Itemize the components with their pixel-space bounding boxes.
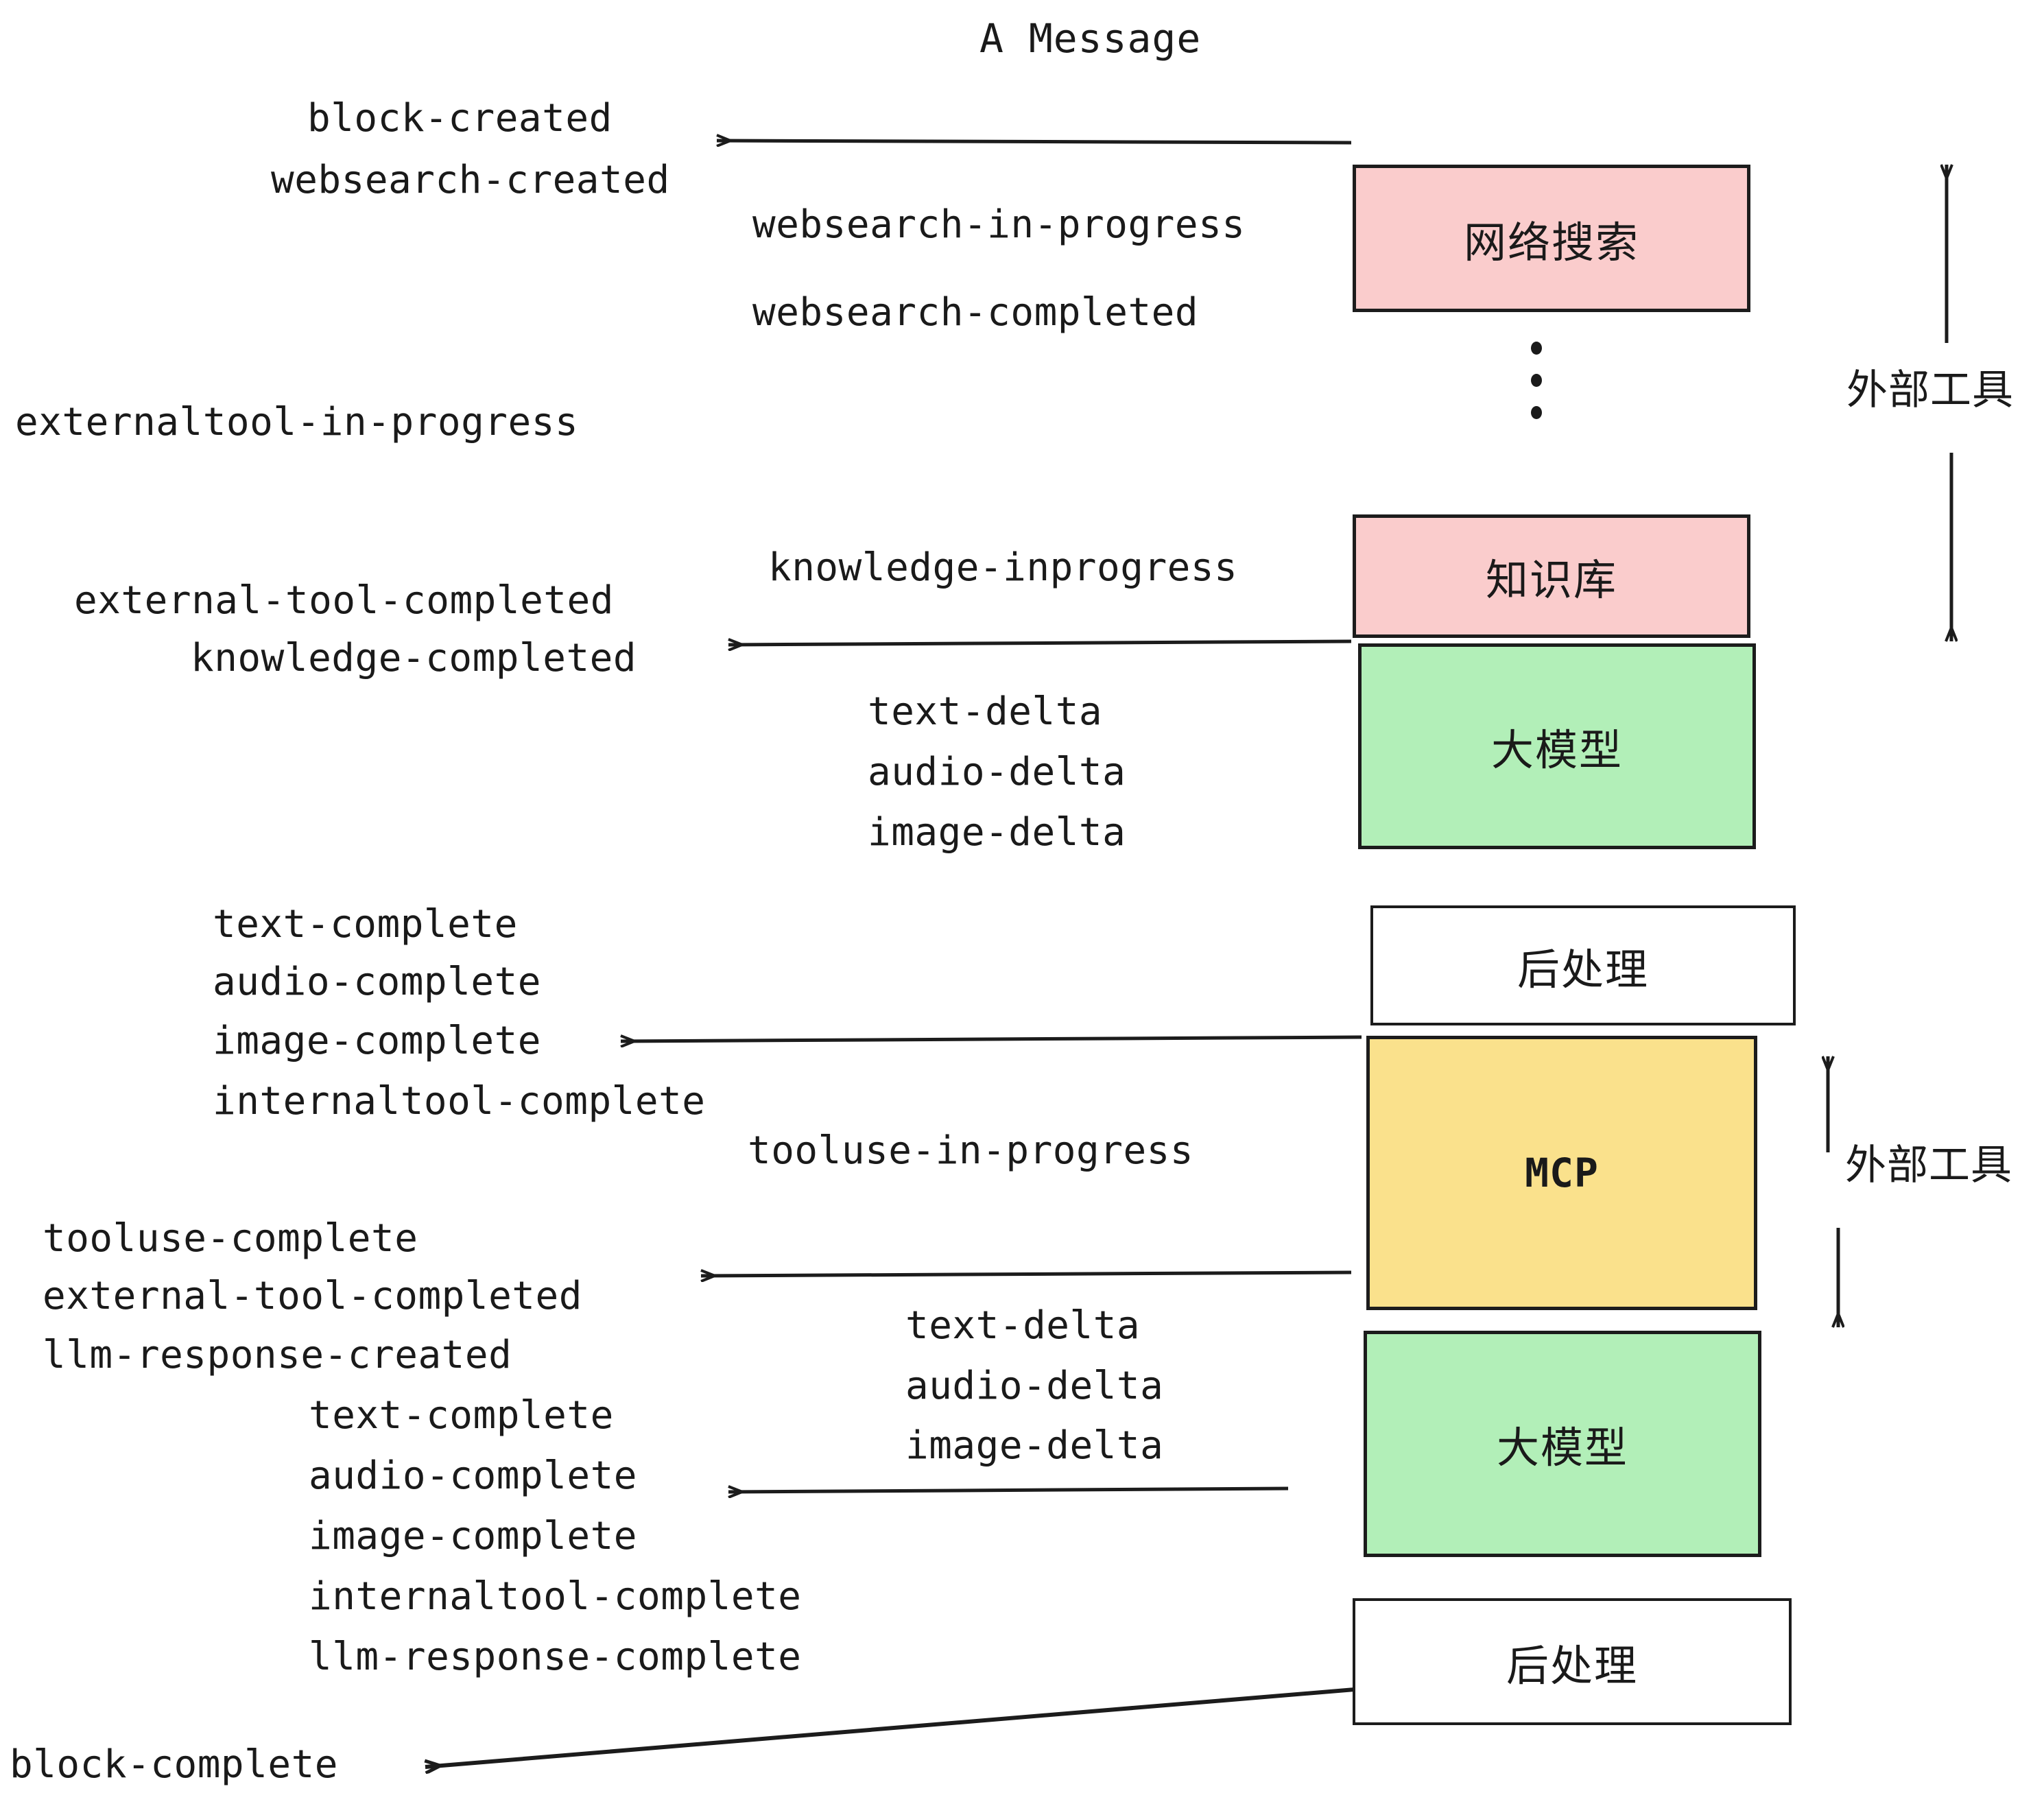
- box-postprocess-2[interactable]: 后处理: [1353, 1598, 1792, 1725]
- event-text-delta-2: text-delta: [905, 1303, 1141, 1348]
- box-llm-2[interactable]: 大模型: [1364, 1331, 1761, 1557]
- event-audio-delta-2: audio-delta: [905, 1364, 1164, 1408]
- box-knowledge[interactable]: 知识库: [1353, 514, 1750, 638]
- event-tooluse-complete: tooluse-complete: [43, 1216, 418, 1261]
- event-audio-delta-1: audio-delta: [868, 750, 1126, 794]
- event-llm-response-complete: llm-response-complete: [309, 1635, 802, 1679]
- box-websearch[interactable]: 网络搜索: [1353, 165, 1750, 312]
- event-block-complete: block-complete: [10, 1742, 339, 1787]
- event-websearch-created: websearch-created: [271, 158, 670, 202]
- event-websearch-completed: websearch-completed: [752, 290, 1199, 335]
- event-audio-complete-1: audio-complete: [213, 960, 542, 1004]
- vertical-ellipsis-icon: [1531, 342, 1542, 419]
- event-image-delta-1: image-delta: [868, 810, 1126, 855]
- label-external-tools-bottom: 外部工具: [1845, 1141, 2012, 1189]
- box-llm-1-label: 大模型: [1490, 725, 1623, 775]
- event-knowledge-inprogress: knowledge-inprogress: [768, 545, 1238, 590]
- event-block-created: block-created: [307, 96, 613, 141]
- event-websearch-in-progress: websearch-in-progress: [752, 202, 1246, 247]
- event-externaltool-in-progress: externaltool-in-progress: [15, 400, 579, 444]
- label-external-tools-top: 外部工具: [1846, 366, 2014, 414]
- event-internaltool-complete-1: internaltool-complete: [213, 1079, 706, 1124]
- event-text-complete-2: text-complete: [309, 1393, 614, 1438]
- page-title: A Message: [979, 15, 1202, 62]
- event-external-tool-completed-2: external-tool-completed: [43, 1274, 582, 1318]
- box-postprocess-1-label: 后处理: [1517, 944, 1649, 995]
- arrow-knowledge-to-completed: [728, 641, 1352, 645]
- box-websearch-label: 网络搜索: [1463, 217, 1639, 268]
- event-audio-complete-2: audio-complete: [309, 1453, 638, 1498]
- box-llm-2-label: 大模型: [1496, 1423, 1628, 1473]
- event-image-delta-2: image-delta: [905, 1423, 1164, 1468]
- arrow-llm2-to-audio-complete: [728, 1488, 1289, 1492]
- box-postprocess-1[interactable]: 后处理: [1370, 905, 1796, 1025]
- event-internaltool-complete-2: internaltool-complete: [309, 1574, 802, 1619]
- event-knowledge-completed: knowledge-completed: [191, 636, 637, 680]
- event-llm-response-created: llm-response-created: [43, 1333, 512, 1377]
- box-knowledge-label: 知识库: [1485, 555, 1617, 605]
- event-text-complete-1: text-complete: [213, 902, 518, 947]
- arrow-postprocess2-to-block-complete: [425, 1687, 1355, 1767]
- box-llm-1[interactable]: 大模型: [1358, 643, 1756, 849]
- arrow-mcp-to-tooluse-complete: [701, 1272, 1352, 1276]
- arrow-postprocess-to-image-complete: [621, 1037, 1362, 1041]
- box-mcp[interactable]: MCP: [1366, 1036, 1757, 1310]
- event-image-complete-2: image-complete: [309, 1514, 638, 1558]
- event-tooluse-in-progress: tooluse-in-progress: [748, 1128, 1194, 1173]
- event-text-delta-1: text-delta: [868, 689, 1103, 734]
- box-mcp-label: MCP: [1525, 1150, 1599, 1196]
- arrow-websearch-to-block-created: [717, 141, 1352, 143]
- event-image-complete-1: image-complete: [213, 1019, 542, 1063]
- event-external-tool-completed-1: external-tool-completed: [74, 578, 614, 623]
- box-postprocess-2-label: 后处理: [1506, 1640, 1638, 1691]
